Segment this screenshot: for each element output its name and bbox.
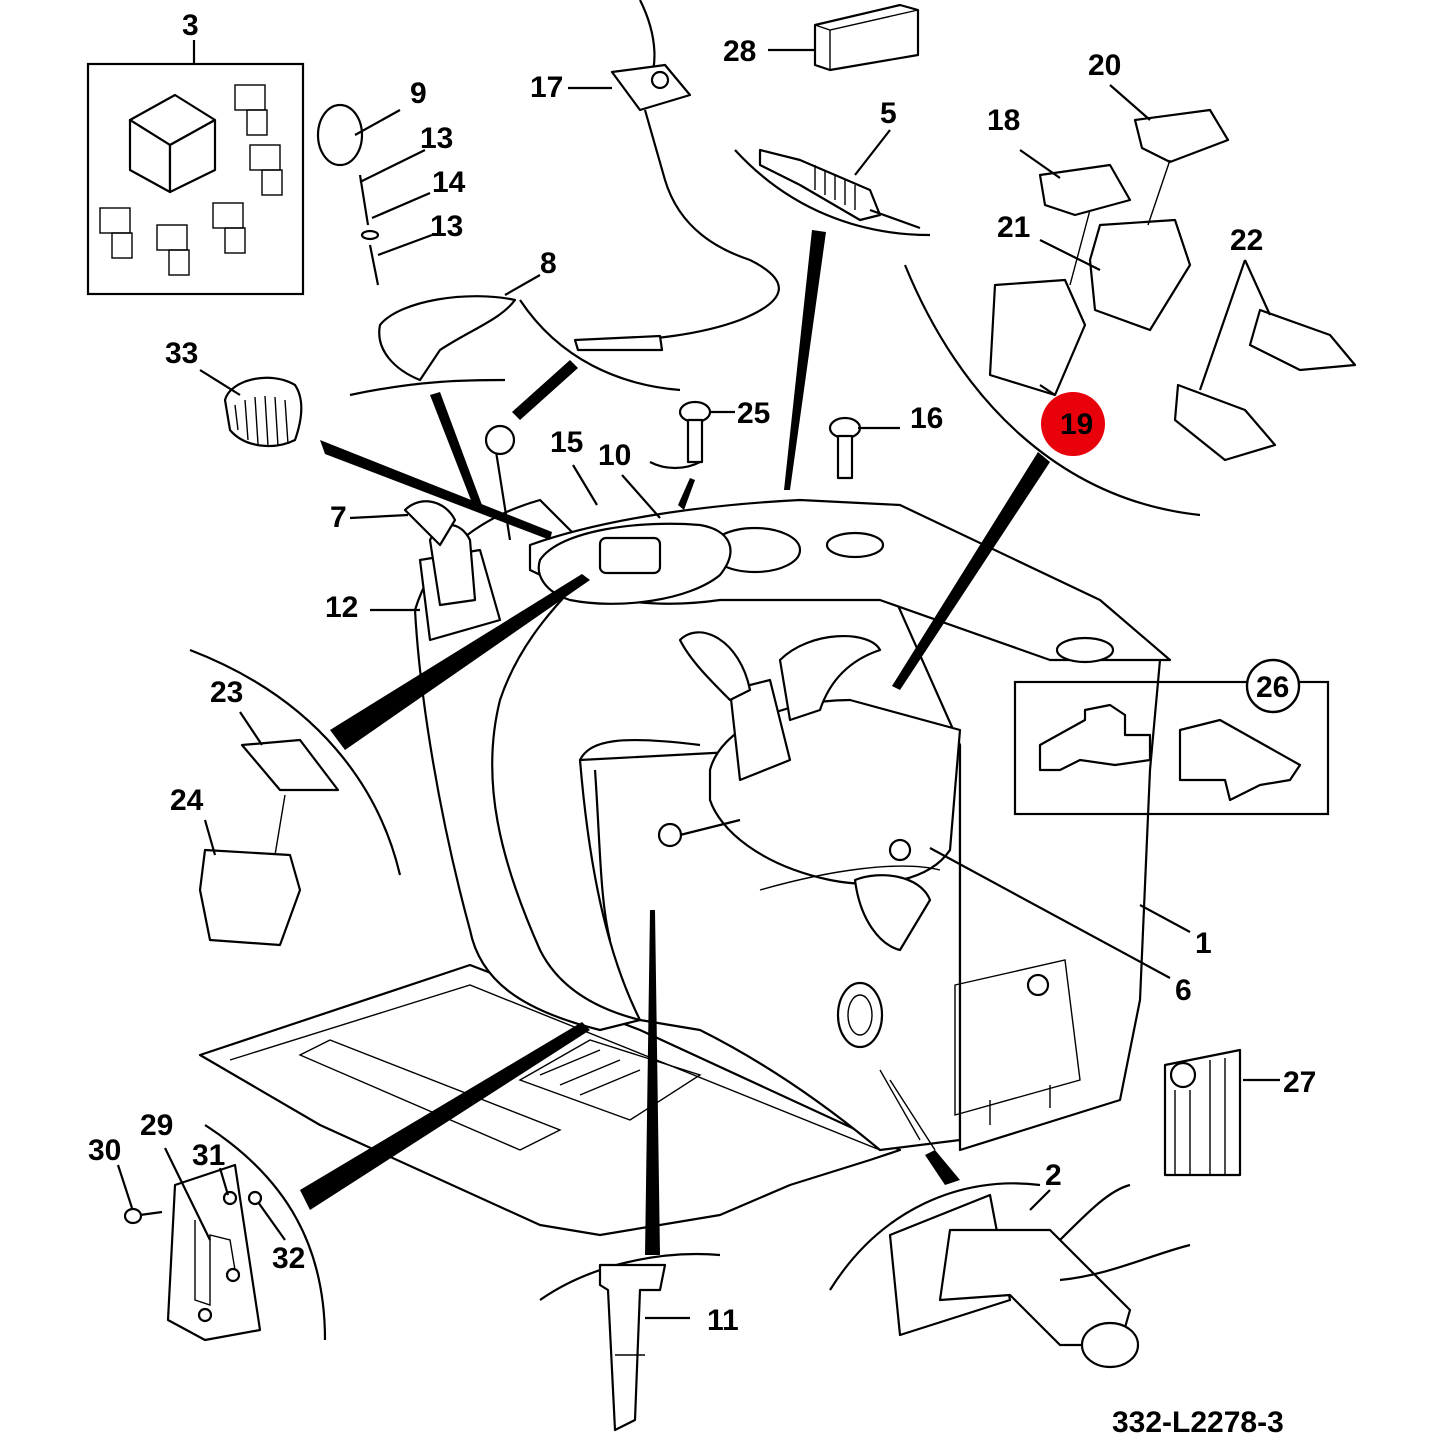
- callout-19-highlight: [1041, 392, 1105, 456]
- callout-14: 14: [432, 166, 466, 199]
- callout-23: 23: [210, 676, 243, 709]
- callout-1: 1: [1195, 927, 1212, 960]
- callout-31: 31: [192, 1139, 225, 1172]
- callout-13-upper: 13: [420, 122, 453, 155]
- callout-19: 19: [1060, 408, 1093, 441]
- inset-26: [1013, 680, 1330, 816]
- throttle-cable: [573, 0, 780, 352]
- trim-22: [1173, 308, 1357, 462]
- callout-9: 9: [410, 77, 427, 110]
- callout-29: 29: [140, 1109, 173, 1142]
- callout-24: 24: [170, 784, 204, 817]
- callout-labels: 3 9 13 14 13 8 17 28 5 18 20 21 22 19 25…: [88, 9, 1316, 1439]
- callout-7: 7: [330, 501, 347, 534]
- switch-group-top: [988, 108, 1230, 397]
- lever-11: [598, 1263, 667, 1432]
- callout-13-lower: 13: [430, 210, 463, 243]
- callout-6: 6: [1175, 974, 1192, 1007]
- callout-18: 18: [987, 104, 1020, 137]
- callout-25: 25: [737, 397, 770, 430]
- callout-3: 3: [182, 9, 199, 42]
- knob-33: [223, 376, 303, 447]
- callout-15: 15: [550, 426, 583, 459]
- bracket-29: [123, 1163, 263, 1342]
- callout-22: 22: [1230, 224, 1263, 257]
- callout-32: 32: [272, 1242, 305, 1275]
- callout-12: 12: [325, 591, 358, 624]
- console-body: [198, 424, 1172, 1237]
- leader-lines: [116, 40, 1280, 1320]
- figure-reference: 332-L2278-3: [1112, 1406, 1284, 1439]
- callout-8: 8: [540, 247, 557, 280]
- cable-end-5: [758, 148, 921, 230]
- callout-26-circle: [1245, 658, 1301, 714]
- callout-30: 30: [88, 1134, 121, 1167]
- callout-21: 21: [997, 211, 1030, 244]
- callout-28: 28: [723, 35, 756, 68]
- callout-2: 2: [1045, 1159, 1062, 1192]
- callout-26: 26: [1256, 671, 1289, 704]
- switch-group-left: [198, 738, 340, 947]
- detail-arcs: [189, 149, 1201, 1341]
- assembly-2: [888, 1183, 1191, 1369]
- knob-bolt-set: [316, 103, 517, 382]
- callout-27: 27: [1283, 1066, 1316, 1099]
- callout-20: 20: [1088, 49, 1121, 82]
- callout-10: 10: [598, 439, 631, 472]
- callout-16: 16: [910, 402, 943, 435]
- pad-28: [813, 3, 920, 72]
- callout-17: 17: [530, 71, 563, 104]
- extrusion-27: [1163, 1048, 1242, 1177]
- relay-fuse-kit: [86, 62, 305, 296]
- callout-33: 33: [165, 337, 198, 370]
- callout-11: 11: [707, 1304, 739, 1337]
- callout-5: 5: [880, 97, 897, 130]
- screws: [678, 400, 862, 480]
